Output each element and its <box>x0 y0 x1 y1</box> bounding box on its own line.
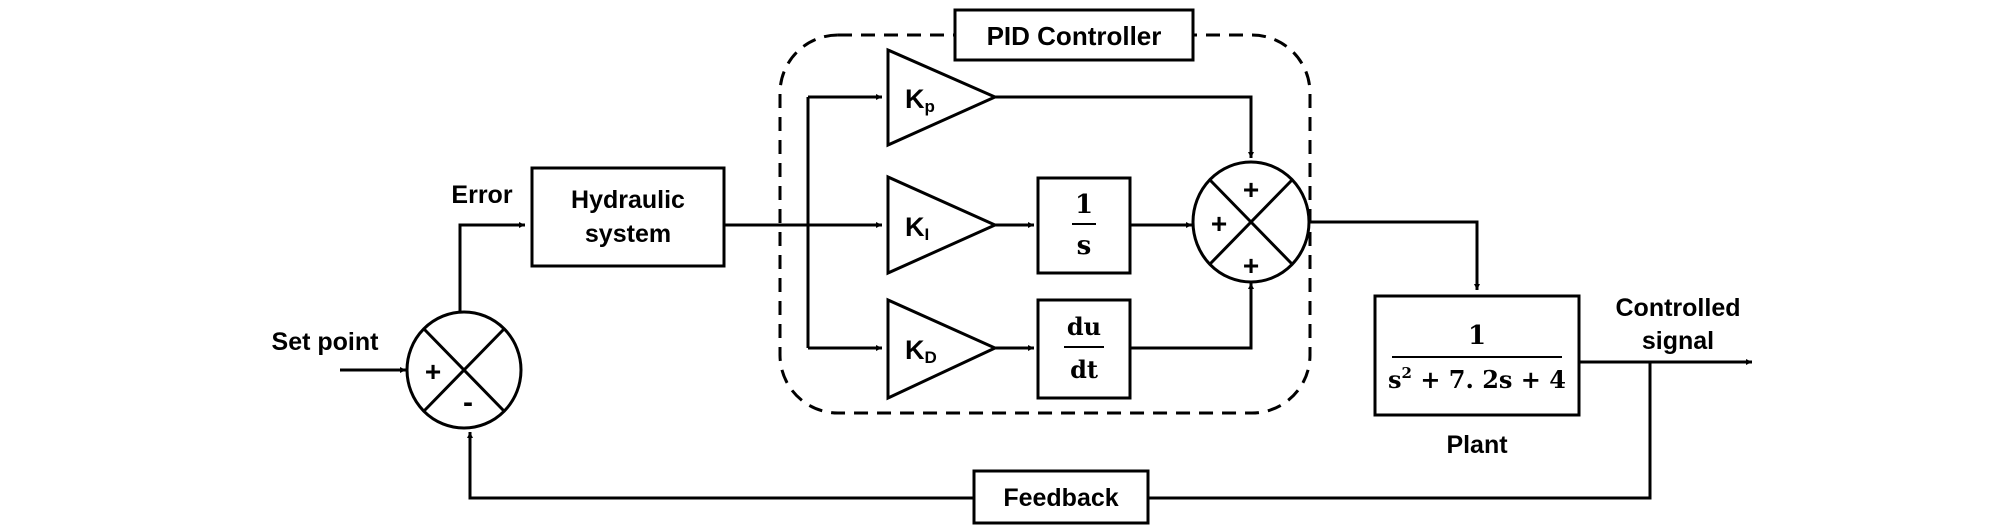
kp-output-line <box>995 95 1254 158</box>
pid-title-box <box>953 8 1195 62</box>
pid-summing-junction <box>1191 160 1311 284</box>
kp-gain-block <box>886 47 999 148</box>
kp-label: Kp <box>905 84 935 116</box>
pid-sum-top-sign: + <box>1243 174 1259 205</box>
error-signal-line <box>458 222 525 312</box>
pid-title: PID Controller <box>987 21 1162 51</box>
error-sum-minus-sign: - <box>463 386 473 419</box>
derivative-output-line <box>1130 283 1254 350</box>
error-summing-junction <box>405 310 523 430</box>
plant-block <box>1373 294 1581 417</box>
integrator-block <box>1036 176 1132 275</box>
pid-output-line <box>1309 220 1480 290</box>
plant-denominator: s2 + 7. 2s + 4 <box>1388 364 1566 394</box>
error-sum-plus-sign: + <box>425 356 441 387</box>
kd-gain-block <box>886 297 999 401</box>
derivative-block <box>1036 298 1132 400</box>
ki-label: KI <box>905 212 929 244</box>
error-label: Error <box>451 181 512 209</box>
integrator-numerator: 1 <box>1075 190 1093 220</box>
kd-label: KD <box>905 335 937 367</box>
feedback-label: Feedback <box>1003 484 1118 512</box>
derivative-denominator: dt <box>1070 355 1098 384</box>
controlled-label-line1: Controlled <box>1616 294 1741 322</box>
plant-numerator: 1 <box>1468 321 1486 351</box>
derivative-numerator: du <box>1067 312 1101 341</box>
hydraulic-label-line2: system <box>585 220 671 248</box>
hydraulic-system-block <box>530 166 726 268</box>
pid-sum-left-sign: + <box>1211 208 1227 239</box>
set-point-label: Set point <box>272 328 380 356</box>
ki-gain-block <box>886 174 999 276</box>
hydraulic-label-line1: Hydraulic <box>571 186 685 214</box>
feedback-box <box>972 469 1150 525</box>
integrator-denominator: s <box>1077 231 1092 261</box>
controlled-label-line2: signal <box>1642 327 1714 355</box>
pid-sum-bottom-sign: + <box>1243 250 1259 281</box>
plant-label: Plant <box>1446 431 1508 459</box>
